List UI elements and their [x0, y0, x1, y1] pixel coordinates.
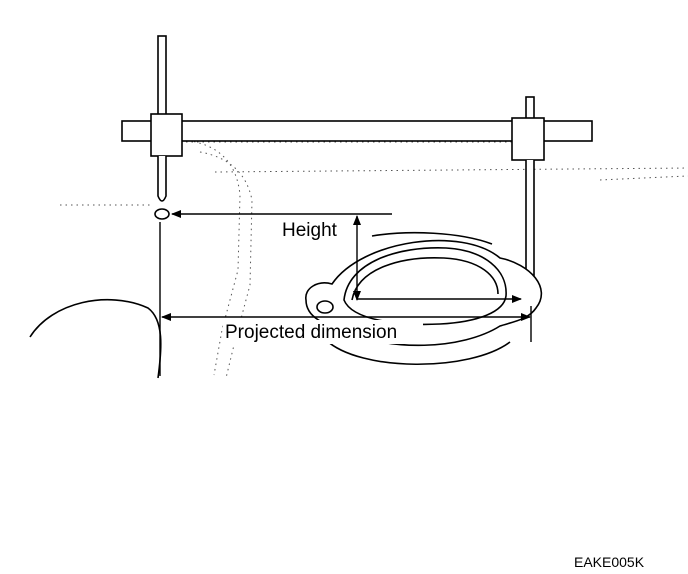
dimension-lines: [159, 210, 532, 376]
body-edge: [29, 298, 162, 379]
height-label-bg: [280, 218, 350, 242]
projected-dimension-label: Projected dimension: [225, 322, 397, 343]
height-label: Height: [282, 220, 338, 241]
left-pointer: [150, 35, 183, 220]
gauge-bar: [121, 120, 593, 142]
projected-label-bg: [223, 320, 423, 344]
figure-code: EAKE005K: [574, 554, 645, 570]
